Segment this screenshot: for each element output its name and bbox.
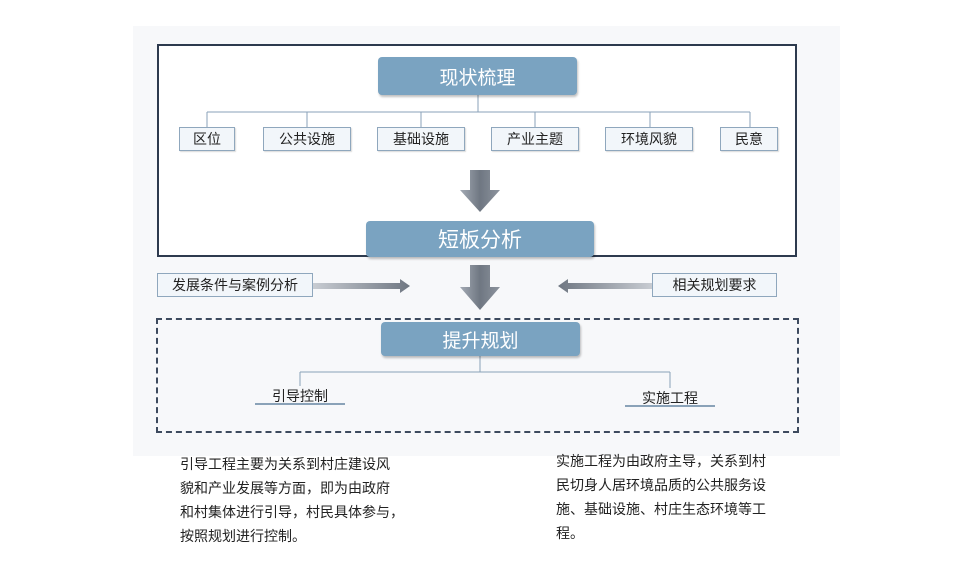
item-location: 区位 <box>179 127 235 151</box>
item-public-facilities: 公共设施 <box>263 127 351 151</box>
item-public-opinion: 民意 <box>720 127 778 151</box>
left-description-line: 貌和产业发展等方面，即为由政府 <box>180 481 390 497</box>
right-description-line: 民切身人居环境品质的公共服务设 <box>556 478 766 494</box>
right-description-line: 实施工程为由政府主导，关系到村 <box>556 454 766 470</box>
top-tree-connectors <box>206 95 751 127</box>
item-industry-theme: 产业主题 <box>491 127 579 151</box>
left-arrow-icon <box>558 279 652 293</box>
current-status-title: 现状梳理 <box>378 57 577 95</box>
leaf-implementation: 实施工程 <box>642 391 698 407</box>
right-arrow-icon <box>313 279 410 293</box>
right-description-line: 程。 <box>556 526 584 542</box>
down-arrow-icon <box>460 265 500 310</box>
improvement-plan-title: 提升规划 <box>381 322 580 356</box>
item-environment: 环境风貌 <box>605 127 693 151</box>
left-description-line: 按照规划进行控制。 <box>180 529 306 545</box>
planning-frame <box>156 318 799 433</box>
bottom-tree-connectors <box>299 356 671 388</box>
down-arrow-icon <box>460 170 500 212</box>
item-infrastructure: 基础设施 <box>377 127 465 151</box>
left-description-line: 引导工程主要为关系到村庄建设风 <box>180 457 390 473</box>
leaf-underlines <box>255 403 715 407</box>
left-description-line: 和村集体进行引导，村民具体参与， <box>180 505 404 521</box>
leaf-guidance-control: 引导控制 <box>272 389 328 405</box>
right-input-box: 相关规划要求 <box>652 273 777 297</box>
right-description: 实施工程为由政府主导，关系到村 民切身人居环境品质的公共服务设 施、基础设施、村… <box>556 450 766 546</box>
left-description: 引导工程主要为关系到村庄建设风 貌和产业发展等方面，即为由政府 和村集体进行引导… <box>180 453 404 549</box>
left-input-box: 发展条件与案例分析 <box>157 273 313 297</box>
shortcoming-analysis-title: 短板分析 <box>366 221 594 257</box>
right-description-line: 施、基础设施、村庄生态环境等工 <box>556 502 766 518</box>
